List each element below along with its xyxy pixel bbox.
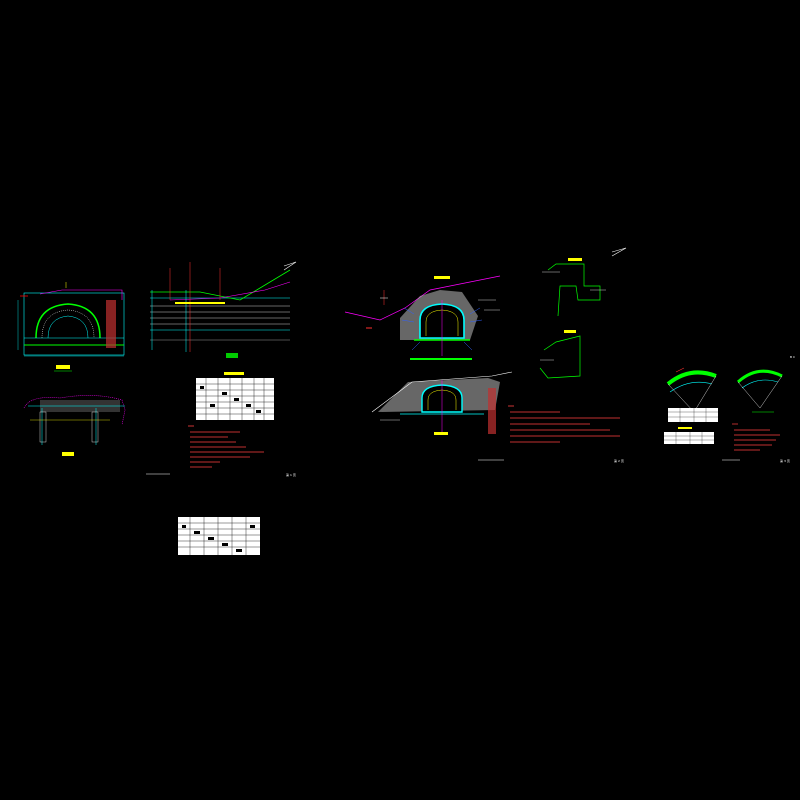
north-arrow-icon <box>611 247 627 257</box>
sheet-number-label: 第 1 页 <box>286 472 296 477</box>
sheet-left: 第 1 页 <box>17 261 297 555</box>
notes-block-1 <box>188 425 264 468</box>
arch-segment-detail-right <box>736 369 783 413</box>
notes-block-2 <box>508 405 620 443</box>
view-title-tag <box>62 452 74 456</box>
sheet-number-label: 第 3 页 <box>780 458 790 463</box>
arch-segment-detail-left <box>666 367 717 413</box>
view-title-tag <box>226 353 238 358</box>
portal-plan-view <box>23 395 126 456</box>
sheet-number-label: 第 2 页 <box>614 458 624 463</box>
north-arrow-icon <box>283 261 297 271</box>
retaining-wall-detail-upper <box>542 258 606 317</box>
portal-elevation-view <box>17 282 125 372</box>
quantity-table-2 <box>178 517 260 555</box>
sheet-right: 第 3 页 B C <box>664 355 795 463</box>
view-title-tag <box>56 365 70 369</box>
tunnel-portal-section-lower <box>371 371 513 435</box>
retaining-wall-detail-lower <box>539 330 581 379</box>
notes-block-3 <box>732 423 780 451</box>
reinforcement-table-2 <box>664 427 714 444</box>
longitudinal-section-view <box>150 261 297 358</box>
reinforcement-table-1 <box>668 408 718 422</box>
tunnel-portal-section-upper <box>344 275 501 360</box>
sheet-middle: 第 2 页 <box>344 247 627 463</box>
quantity-table-1 <box>196 372 274 420</box>
side-mark-label: B C <box>790 355 795 359</box>
